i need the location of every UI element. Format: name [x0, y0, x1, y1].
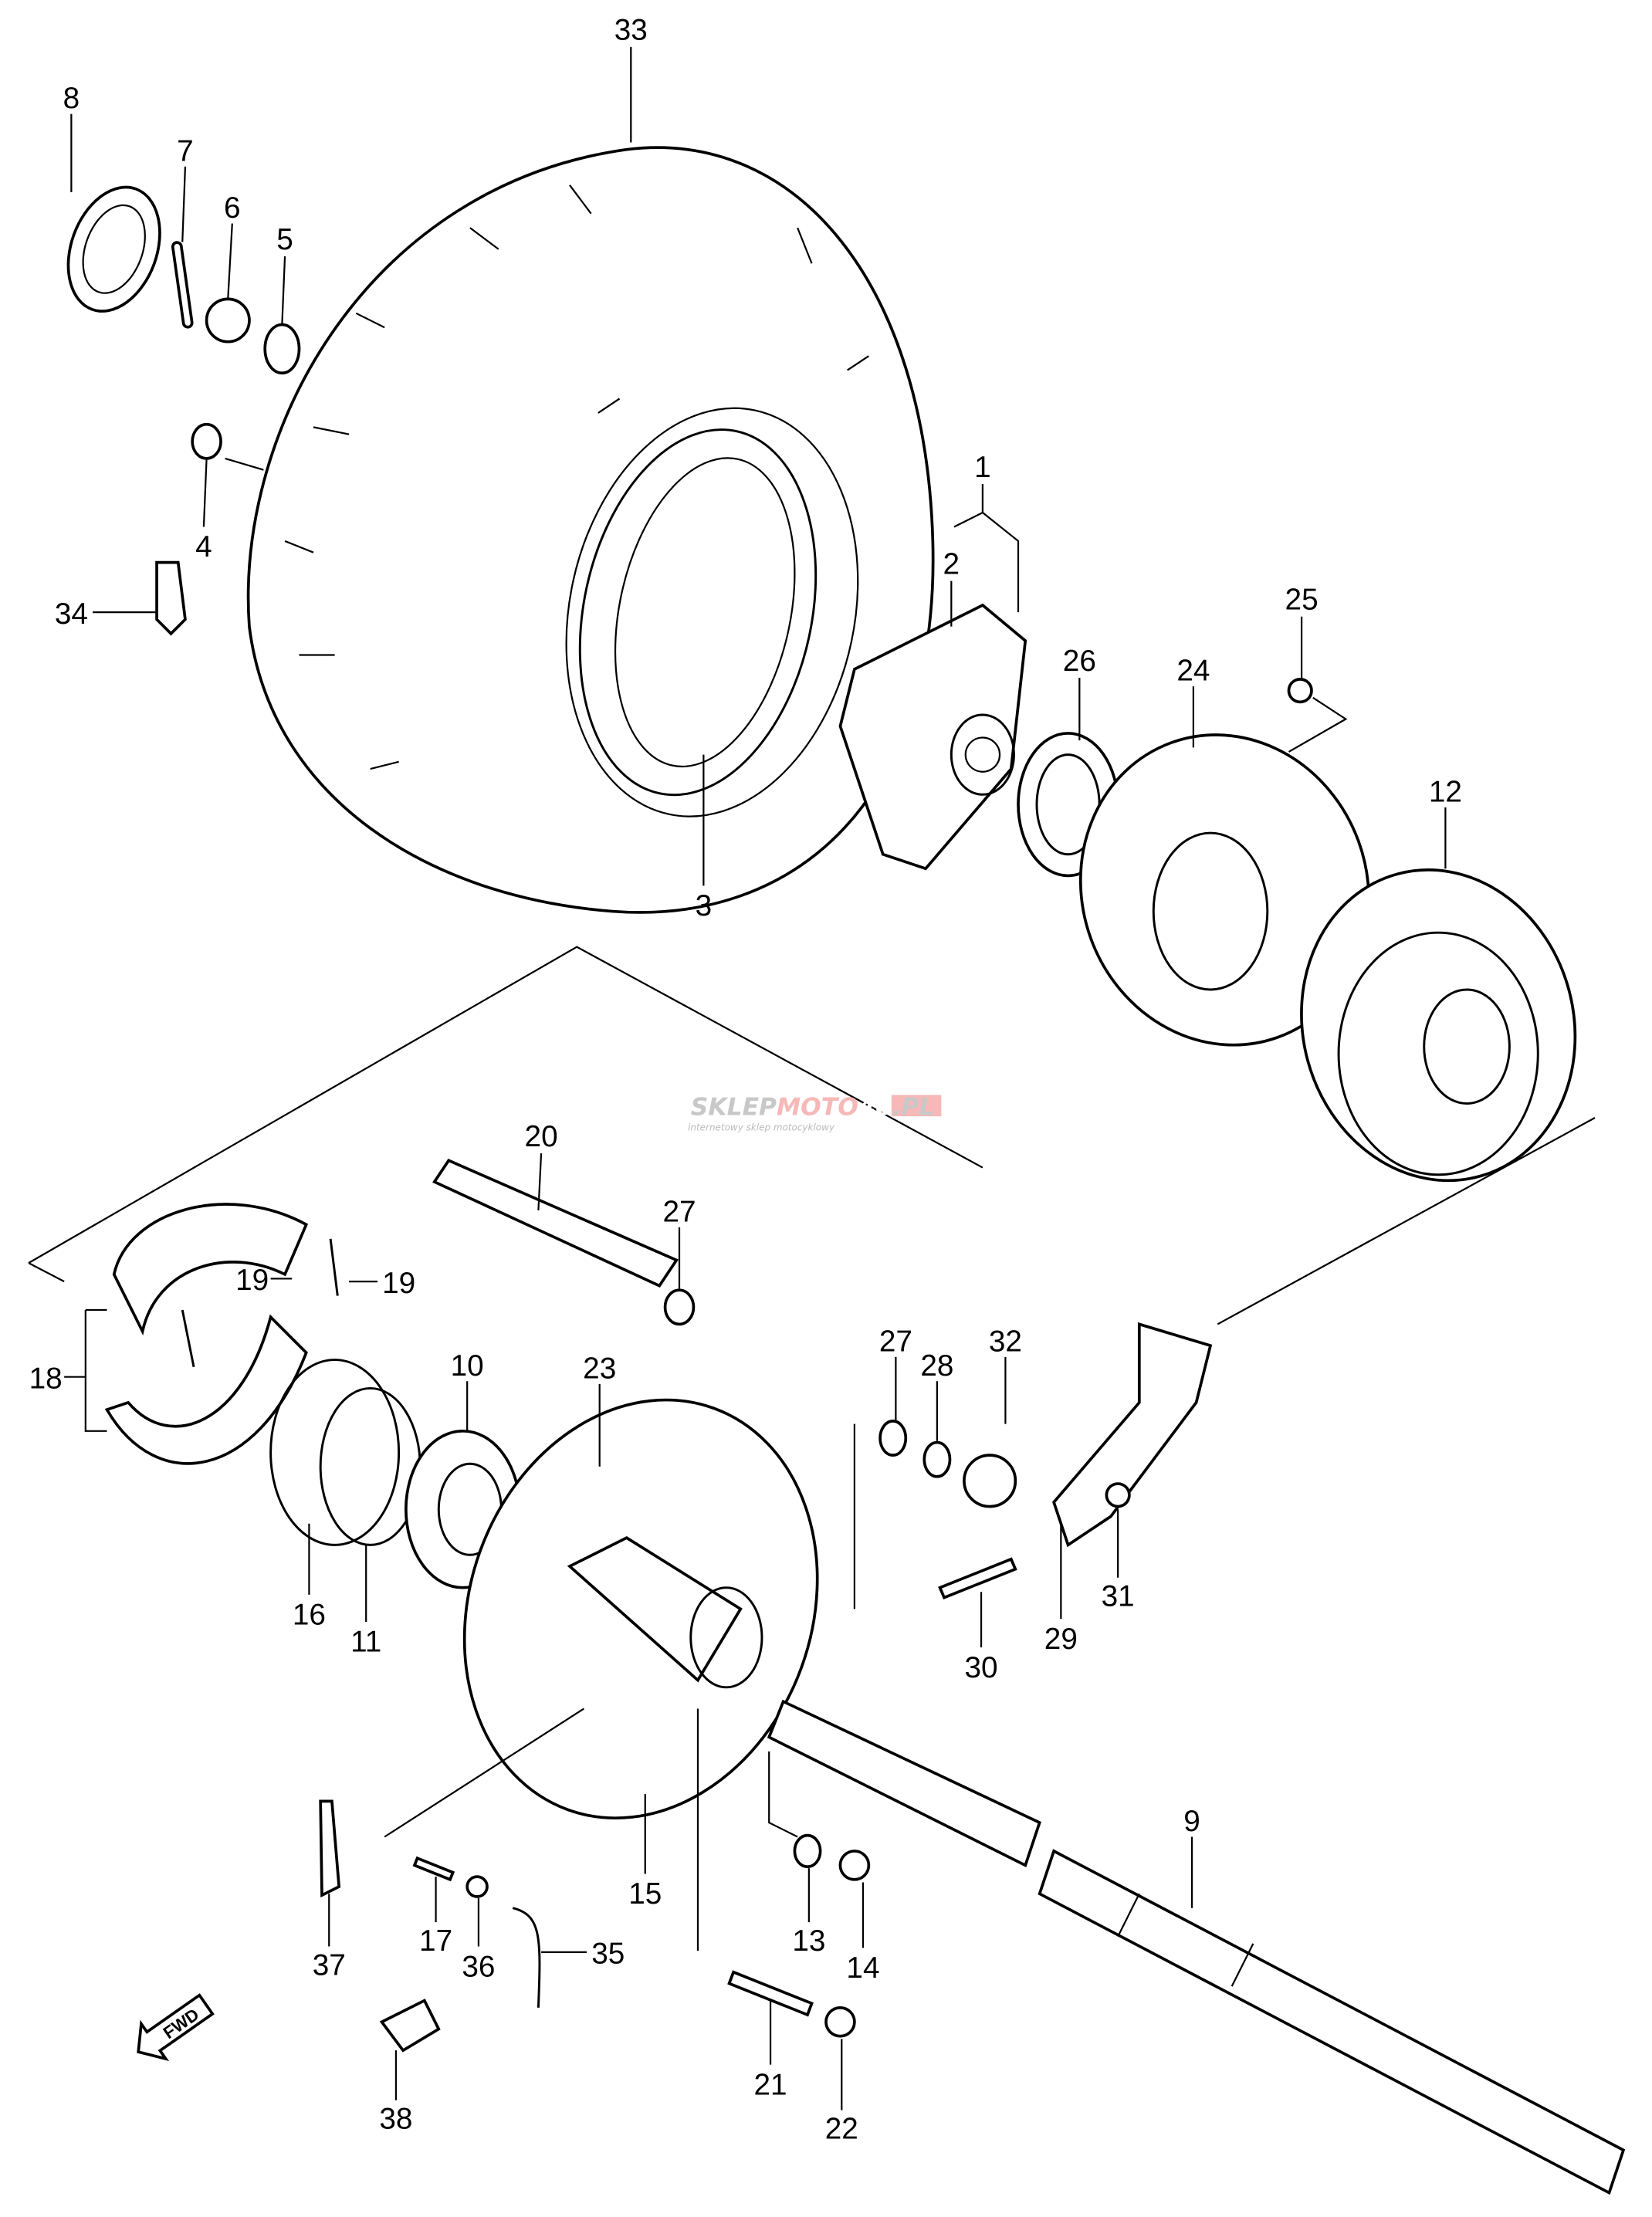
brake-shoe-lower-part-18: [104, 1314, 308, 1465]
o-ring-part-27: [663, 1288, 696, 1326]
cotter-pin-part-7: [171, 241, 194, 329]
ring-part-16: [269, 1359, 401, 1546]
label-10: 10: [451, 1349, 484, 1383]
clamp-part-38: [379, 1999, 441, 2053]
washer-part-13: [793, 1833, 822, 1869]
label-3: 3: [696, 889, 713, 922]
washer-part-5: [263, 323, 301, 375]
pin-part-17: [412, 1856, 455, 1882]
label-32: 32: [989, 1325, 1022, 1358]
hub-part-1: [838, 603, 1027, 871]
label-27: 27: [879, 1325, 912, 1358]
brake-arm-part-29: [1052, 1322, 1213, 1548]
label-24: 24: [1176, 655, 1210, 688]
label-6: 6: [224, 191, 241, 225]
label-27: 27: [662, 1196, 696, 1229]
svg-text:SKLEPMOTO46.PL: SKLEPMOTO46.PL: [691, 1093, 935, 1121]
hose-part-35: [512, 1907, 541, 2008]
cam-shaft-part-20: [432, 1159, 679, 1288]
castle-nut-part-6: [205, 297, 251, 344]
brake-shoe-upper-part-18: [112, 1203, 309, 1336]
clamp-part-36: [465, 1875, 489, 1898]
stud-part-21: [727, 1970, 814, 2017]
o-ring-part-27b: [878, 1420, 908, 1457]
label-19: 19: [382, 1267, 415, 1300]
label-15: 15: [628, 1877, 662, 1911]
label-30: 30: [965, 1651, 998, 1684]
label-16: 16: [293, 1599, 326, 1632]
clip-part-37: [319, 1799, 341, 1898]
label-31: 31: [1102, 1580, 1135, 1613]
brake-panel-part-23: [462, 1398, 819, 1820]
label-25: 25: [1285, 583, 1319, 616]
bolt-part-25: [1287, 678, 1313, 704]
label-20: 20: [525, 1120, 558, 1153]
drum-cover-part-24: [1078, 733, 1371, 1047]
spring-part-32: [963, 1454, 1017, 1508]
washer-part-28: [922, 1440, 952, 1478]
nut-part-4: [191, 422, 222, 460]
label-13: 13: [792, 1924, 825, 1958]
label-21: 21: [754, 2068, 787, 2101]
label-8: 8: [63, 82, 80, 115]
nut-part-31: [1105, 1482, 1131, 1508]
label-38: 38: [379, 2103, 412, 2136]
bolt-part-30: [938, 1557, 1017, 1599]
watermark-logo: SKLEPMOTO46.PL internetowy sklep motocyk…: [688, 1093, 942, 1133]
cap-part-8: [66, 185, 161, 313]
label-28: 28: [920, 1349, 953, 1383]
label-34: 34: [55, 597, 88, 631]
tire: [246, 146, 935, 914]
label-9: 9: [1183, 1805, 1200, 1838]
label-5: 5: [276, 223, 293, 256]
label-17: 17: [419, 1924, 452, 1958]
axle-part-9: [767, 1699, 1626, 2195]
assembly-outline: [28, 946, 1596, 1325]
brake-drum-part-12: [1300, 868, 1577, 1183]
label-18: 18: [29, 1362, 63, 1395]
label-26: 26: [1063, 645, 1096, 678]
bolt-part-14: [838, 1850, 871, 1881]
label-14: 14: [846, 1951, 879, 1985]
label-36: 36: [462, 1950, 495, 1983]
label-7: 7: [177, 134, 194, 168]
label-1: 1: [974, 451, 991, 484]
label-37: 37: [313, 1948, 346, 1982]
label-12: 12: [1429, 775, 1462, 808]
label-11: 11: [350, 1626, 381, 1659]
label-29: 29: [1044, 1623, 1078, 1656]
label-35: 35: [591, 1938, 625, 1971]
label-19: 19: [235, 1264, 269, 1297]
label-23: 23: [583, 1352, 616, 1386]
label-2: 2: [943, 547, 960, 580]
svg-text:internetowy sklep motocyklowy: internetowy sklep motocyklowy: [688, 1122, 835, 1133]
label-33: 33: [614, 14, 648, 47]
label-22: 22: [825, 2113, 858, 2146]
label-4: 4: [195, 530, 212, 564]
valve-part-34: [155, 560, 187, 636]
nut-part-22: [824, 2006, 856, 2038]
fwd-arrow-icon: FWD: [137, 1993, 215, 2062]
